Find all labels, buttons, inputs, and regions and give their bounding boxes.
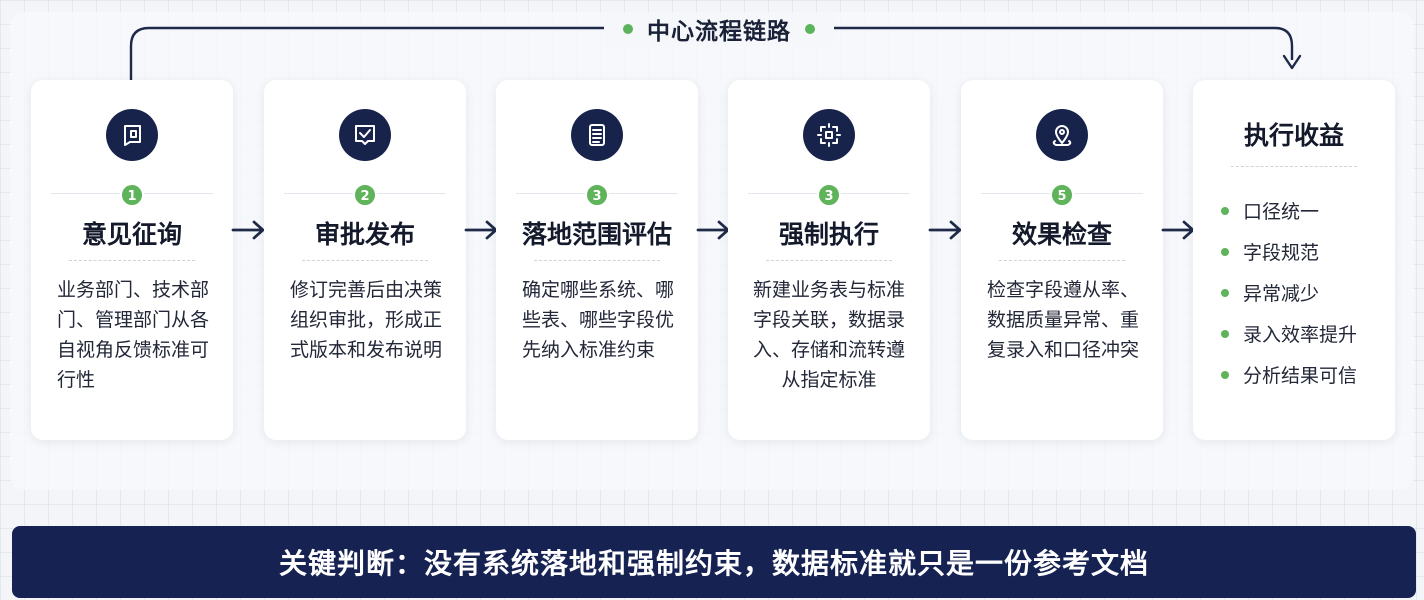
result-item: 口径统一 — [1221, 190, 1357, 231]
title-dot-left — [623, 24, 633, 34]
step-card-approval: 2 审批发布 修订完善后由决策组织审批，形成正式版本和发布说明 — [264, 80, 466, 440]
result-item: 分析结果可信 — [1221, 354, 1357, 395]
step-description: 新建业务表与标准字段关联，数据录入、存储和流转遵从指定标准 — [752, 279, 905, 391]
banner-text: 关键判断：没有系统落地和强制约束，数据标准就只是一份参考文档 — [278, 547, 1149, 580]
comment-question-icon — [106, 109, 158, 161]
bullet-dot — [1221, 329, 1229, 338]
arrow-right-icon — [464, 220, 498, 240]
result-item: 字段规范 — [1221, 231, 1357, 272]
step-number: 3 — [585, 183, 609, 207]
bullet-dot — [1221, 247, 1229, 256]
title-dashed-divider — [766, 260, 892, 261]
title-dashed-divider — [534, 260, 660, 261]
arrow-right-icon — [231, 220, 265, 240]
result-item: 录入效率提升 — [1221, 313, 1357, 354]
flow-panel — [10, 12, 1414, 490]
bullet-dot — [1221, 206, 1229, 215]
bullet-dot — [1221, 370, 1229, 379]
result-card: 执行收益 口径统一 字段规范 异常减少 录入效率提升 分析结果可信 — [1193, 80, 1395, 440]
result-item: 异常减少 — [1221, 272, 1357, 313]
arrow-right-icon — [928, 220, 962, 240]
step-number: 3 — [817, 183, 841, 207]
step-title: 强制执行 — [778, 220, 879, 249]
flow-title-box: 中心流程链路 — [604, 12, 834, 46]
step-card-consultation: 1 意见征询 业务部门、技术部门、管理部门从各自视角反馈标准可行性 — [31, 80, 233, 440]
document-list-icon — [571, 109, 623, 161]
step-description: 检查字段遵从率、数据质量异常、重复录入和口径冲突 — [987, 279, 1140, 361]
key-judgment-banner: 关键判断：没有系统落地和强制约束，数据标准就只是一份参考文档 — [12, 526, 1416, 598]
result-title: 执行收益 — [1243, 121, 1344, 150]
step-card-effect-check: 5 效果检查 检查字段遵从率、数据质量异常、重复录入和口径冲突 — [961, 80, 1163, 440]
arrow-right-icon — [1161, 220, 1195, 240]
integration-frame-icon — [803, 109, 855, 161]
title-dashed-divider — [999, 260, 1125, 261]
title-dot-right — [805, 24, 815, 34]
step-number: 1 — [120, 183, 144, 207]
location-pin-icon — [1036, 109, 1088, 161]
step-title: 效果检查 — [1011, 220, 1112, 249]
step-card-scope-assessment: 3 落地范围评估 确定哪些系统、哪些表、哪些字段优先纳入标准约束 — [496, 80, 698, 440]
step-description: 业务部门、技术部门、管理部门从各自视角反馈标准可行性 — [57, 279, 210, 391]
step-number: 5 — [1050, 183, 1074, 207]
step-description: 修订完善后由决策组织审批，形成正式版本和发布说明 — [290, 279, 443, 361]
bullet-dot — [1221, 288, 1229, 297]
flow-title: 中心流程链路 — [647, 19, 791, 45]
approval-check-icon — [339, 109, 391, 161]
step-number: 2 — [353, 183, 377, 207]
result-list: 口径统一 字段规范 异常减少 录入效率提升 分析结果可信 — [1221, 190, 1357, 395]
step-card-enforcement: 3 强制执行 新建业务表与标准字段关联，数据录入、存储和流转遵从指定标准 — [728, 80, 930, 440]
arrow-right-icon — [696, 220, 730, 240]
step-title: 审批发布 — [314, 220, 415, 249]
title-dashed-divider — [69, 260, 195, 261]
step-title: 落地范围评估 — [521, 220, 672, 249]
step-description: 确定哪些系统、哪些表、哪些字段优先纳入标准约束 — [522, 279, 675, 361]
title-dashed-divider — [302, 260, 428, 261]
step-title: 意见征询 — [81, 220, 182, 249]
result-dashed-divider — [1231, 166, 1357, 167]
